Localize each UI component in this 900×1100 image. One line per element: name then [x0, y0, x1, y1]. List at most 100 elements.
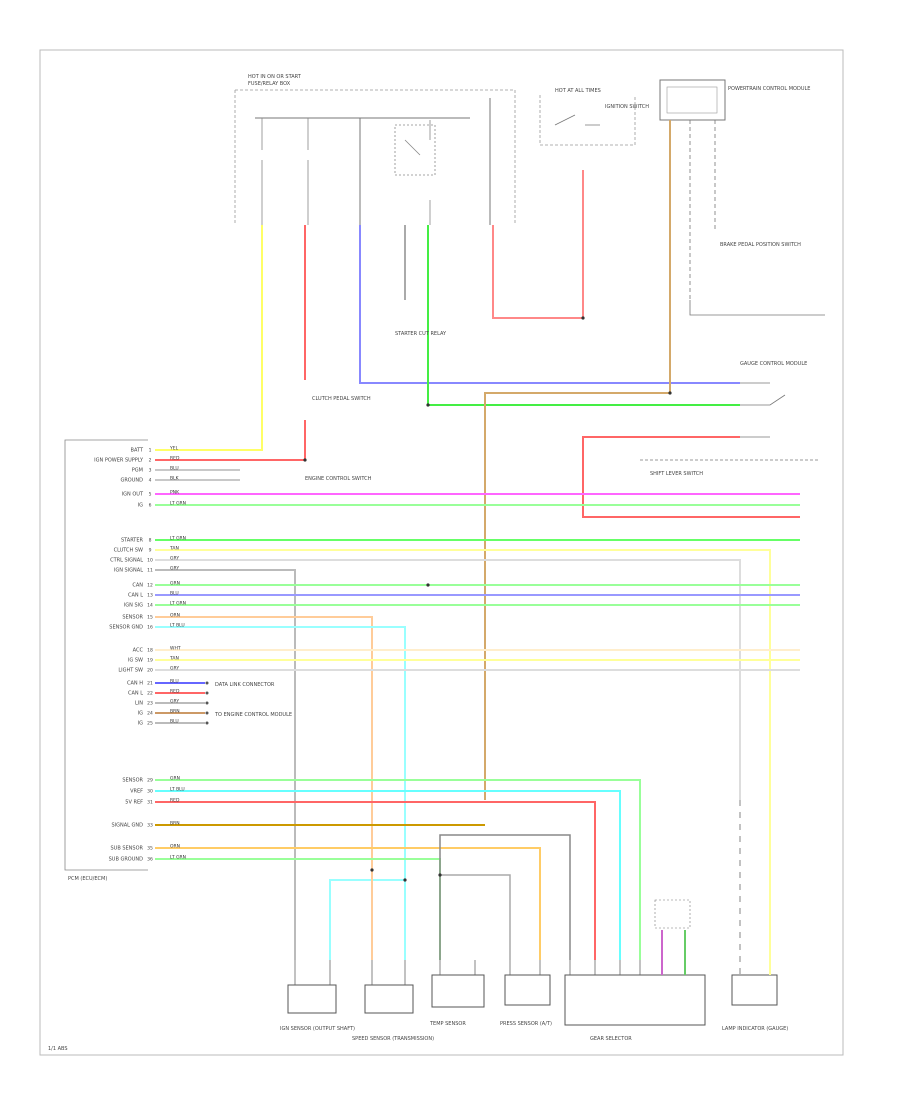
ecu-pin-label: IGN OUT — [122, 492, 144, 498]
ecu-pin-number: 15 — [147, 615, 153, 621]
gear-selector-stubs — [661, 930, 686, 975]
ecu-pin-label: SENSOR — [122, 615, 143, 621]
ecu-pin-label: BATT — [131, 448, 144, 454]
bottom-components — [287, 974, 778, 1026]
ecu-frame — [64, 439, 148, 871]
note-starter-cut: STARTER CUT RELAY — [395, 331, 447, 337]
ecu-pin-label: IGN SIG — [124, 603, 143, 609]
component-label-6: LAMP INDICATOR (GAUGE) — [722, 1026, 788, 1032]
ecu-pin-number: 9 — [149, 548, 152, 554]
right-switch-stubs — [640, 382, 820, 461]
note-pcm: POWERTRAIN CONTROL MODULE — [728, 86, 810, 92]
ecu-pin-wire-code: TAN — [169, 546, 179, 552]
wire-gray-cross-2 — [440, 874, 511, 960]
ecu-pin-number: 19 — [147, 658, 153, 664]
ecu-pin-number: 5 — [149, 492, 152, 498]
ecu-pin-number: 21 — [147, 681, 153, 687]
ecu-pin-wire-code: LT GRN — [170, 501, 186, 507]
wire-blue — [359, 225, 740, 384]
ecu-pin-number: 4 — [149, 478, 152, 484]
wire-red-ign — [155, 225, 306, 461]
ignition-switch-contact — [554, 114, 600, 126]
ecu-pin-label: VREF — [130, 789, 143, 795]
ecu-pin-number: 30 — [147, 789, 153, 795]
ecu-pin-wire-code: GRN — [170, 581, 180, 587]
wire-tan-clutch — [155, 549, 771, 800]
ecu-pin-label: IGN POWER SUPPLY — [94, 458, 144, 464]
ecu-pin-label: IG SW — [128, 658, 143, 664]
fuse-group — [261, 118, 436, 225]
ecu-pin-label: PGM — [132, 468, 143, 474]
component-labels: IGN SENSOR (OUTPUT SHAFT) SPEED SENSOR (… — [280, 1021, 788, 1042]
ecu-pin-number: 29 — [147, 778, 153, 784]
ecu-pin-number: 16 — [147, 625, 153, 631]
ecu-pin-label: SENSOR GND — [109, 625, 143, 631]
wire-gray-11 — [155, 569, 296, 960]
note-gauge: GAUGE CONTROL MODULE — [740, 361, 807, 367]
note-shift-lever: SHIFT LEVER SWITCH — [650, 471, 703, 477]
ecu-pin-wire-code: BRN — [170, 709, 180, 715]
ecu-pin-number: 33 — [147, 823, 153, 829]
ecu-pin-wire-code: RED — [170, 798, 180, 804]
footer-code: 1/1 ABS — [48, 1046, 68, 1052]
ecu-pin-wire-code: ORN — [170, 613, 180, 619]
ecu-pin-wire-code: LT GRN — [170, 601, 186, 607]
ecu-pin-label: SUB SENSOR — [110, 846, 143, 852]
wire-red-loop — [492, 170, 584, 319]
note-dlc: DATA LINK CONNECTOR — [215, 682, 275, 688]
ecu-pin-label: LIN — [135, 701, 143, 707]
component-box-4 — [504, 974, 551, 1006]
ecu-pin-label: STARTER — [121, 538, 144, 544]
note-fuse-box: FUSE/RELAY BOX — [248, 81, 291, 87]
ecu-pin-wire-code: GRN — [170, 776, 180, 782]
relay-right-line — [689, 300, 825, 316]
ecu-pin-wire-code: ORN — [170, 844, 180, 850]
wire-ltgreen-36 — [155, 858, 441, 960]
ecu-pin-number: 22 — [147, 691, 153, 697]
wire-yellow-batt — [155, 225, 263, 451]
ecu-pin-label: IG — [138, 711, 143, 717]
relay-box — [659, 79, 726, 121]
relay-box-inner — [666, 86, 718, 114]
ecu-pin-label: ACC — [133, 648, 144, 654]
wire-ltblue-16 — [155, 626, 406, 960]
component-box-1 — [287, 984, 337, 1014]
relay-contacts — [669, 120, 716, 300]
ecu-pin-wire-code: WHT — [170, 646, 181, 652]
ecu-pin-wire-code: LT BLU — [170, 787, 185, 793]
ecu-pin-number: 31 — [147, 800, 153, 806]
ecu-pin-wire-code: BLU — [170, 679, 179, 685]
ecu-pin-number: 8 — [149, 538, 152, 544]
ecu-pin-wire-code: LT GRN — [170, 536, 186, 542]
ecu-pin-numbers: 1234568910111213141516181920212223242529… — [147, 448, 153, 863]
wire-red-right — [582, 436, 800, 518]
bottom-connector-ticks — [294, 800, 771, 985]
ecu-pin-number: 35 — [147, 846, 153, 852]
wire-orange-35 — [155, 847, 541, 960]
ecu-pin-wire-code: PNK — [170, 490, 180, 496]
ecu-pin-wire-code: BLU — [170, 719, 179, 725]
wire-green-29 — [155, 779, 641, 960]
note-to-ecm: TO ENGINE CONTROL MODULE — [214, 712, 292, 718]
ecu-pin-wire-code: RED — [170, 689, 180, 695]
ecu-pin-number: 24 — [147, 711, 153, 717]
ecu-pin-wire-code: GRY — [170, 699, 179, 705]
ecu-pin-number: 14 — [147, 603, 153, 609]
ecu-pin-label: SUB GROUND — [109, 857, 144, 863]
ecu-pin-number: 10 — [147, 558, 153, 564]
wire-gray-10 — [155, 559, 741, 800]
wire-ltblue-30 — [155, 790, 621, 960]
ecu-pin-label: CAN H — [127, 681, 143, 687]
ecu-pin-number: 3 — [149, 468, 152, 474]
component-label-2: SPEED SENSOR (TRANSMISSION) — [352, 1036, 434, 1042]
ecu-pin-label: IGN SIGNAL — [114, 568, 143, 574]
wire-orange-15 — [155, 616, 373, 960]
note-engine-sw: ENGINE CONTROL SWITCH — [305, 476, 372, 482]
diagram-border — [39, 49, 844, 1056]
ecu-pin-number: 6 — [149, 503, 152, 509]
ecu-pin-label: 5V REF — [125, 800, 143, 806]
ecu-pin-label: CAN L — [128, 691, 143, 697]
component-label-1: IGN SENSOR (OUTPUT SHAFT) — [280, 1026, 355, 1032]
